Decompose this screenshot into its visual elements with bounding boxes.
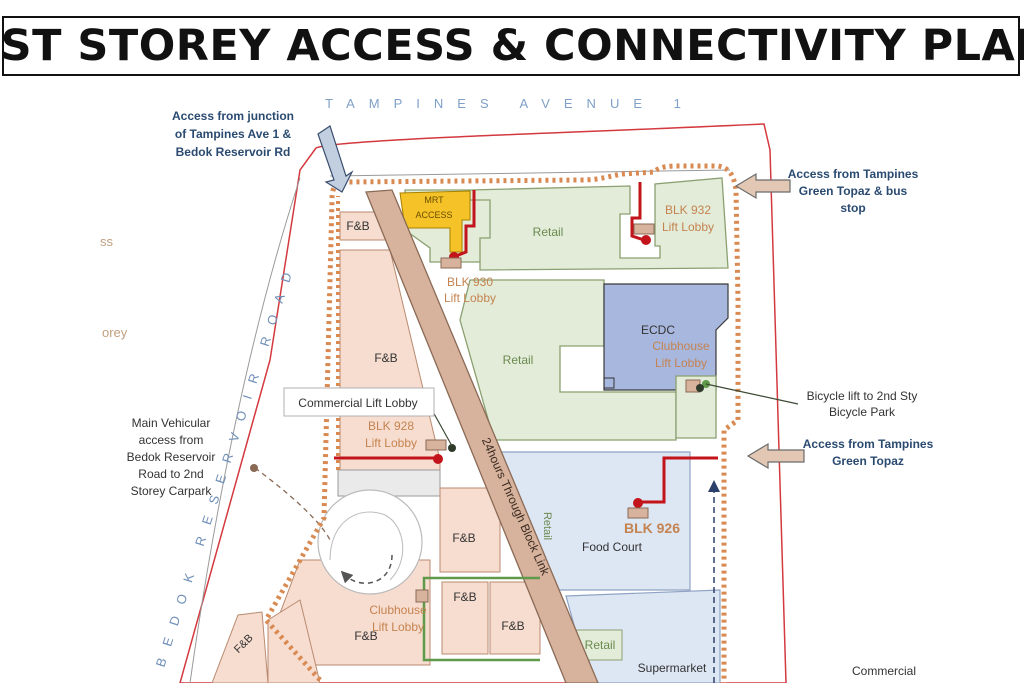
fnb-block-lower-1 xyxy=(439,487,501,573)
lift-line-blk932 xyxy=(630,182,645,242)
road-label-tampines: TAMPINES AVENUE 1 xyxy=(325,96,695,111)
lift-lobby-box-blk928 xyxy=(425,439,447,451)
fnb-block-lower-3 xyxy=(489,581,541,655)
bedok-reservoir-road-edge xyxy=(189,177,301,683)
callout-topaz-1: Access from Tampines xyxy=(803,437,934,451)
leader-bicycle xyxy=(705,383,799,405)
blk930-label-1: BLK 930 xyxy=(447,275,493,289)
callout-bicycle-2: Bicycle Park xyxy=(829,405,896,419)
retail-label-middle: Retail xyxy=(503,353,534,367)
arrow-junction xyxy=(317,125,354,193)
blk928-label-2: Lift Lobby xyxy=(365,436,417,450)
callout-vehicular-3: Bedok Reservoir xyxy=(127,450,216,464)
lift-dot-blk926 xyxy=(633,498,643,508)
food-court-label: Food Court xyxy=(582,540,643,554)
ecdc-label: ECDC xyxy=(641,323,675,337)
callout-junction-2: of Tampines Ave 1 & xyxy=(175,127,292,141)
clubhouse-label-2: Lift Lobby xyxy=(655,356,707,370)
blk926-label: BLK 926 xyxy=(624,520,680,536)
commercial-lift-lobby-box xyxy=(283,387,435,417)
lift-dot-blk928 xyxy=(433,454,443,464)
page-title: 1ST STOREY ACCESS & CONNECTIVITY PLAN xyxy=(0,21,1024,71)
callout-vehicular-4: Road to 2nd xyxy=(138,467,203,481)
blk930-label-2: Lift Lobby xyxy=(444,291,496,305)
lift-lobby-box-clubhouse2 xyxy=(415,589,429,603)
callout-commercial-partial-1: Commercial xyxy=(852,664,916,678)
callout-vehicular-5: Storey Carpark xyxy=(131,484,213,498)
title-box: 1ST STOREY ACCESS & CONNECTIVITY PLAN xyxy=(0,16,1024,76)
supermarket-label: Supermarket xyxy=(638,661,707,675)
arrow-topaz xyxy=(746,442,805,470)
fnb-block-corner xyxy=(211,611,269,683)
through-block-link xyxy=(365,189,599,683)
vehicular-route-dot xyxy=(250,464,258,472)
vehicular-route xyxy=(254,467,331,541)
lift-line-blk926 xyxy=(640,456,718,504)
lift-line-blk930 xyxy=(455,190,476,258)
clubhouse2-label-1: Clubhouse xyxy=(369,603,427,617)
callout-junction-3: Bedok Reservoir Rd xyxy=(176,145,291,159)
retail-label-top: Retail xyxy=(533,225,564,239)
fnb-label-small: F&B xyxy=(346,219,369,233)
clubhouse2-label-2: Lift Lobby xyxy=(372,620,424,634)
dark-dot-ecdc xyxy=(696,384,704,392)
road-edge-top xyxy=(329,169,731,177)
callout-topaz-bus-3: stop xyxy=(840,201,865,215)
dark-dot-commercial xyxy=(448,444,456,452)
retail-label-strip: Retail xyxy=(541,512,553,540)
clubhouse-label-1: Clubhouse xyxy=(652,339,710,353)
blk928-label-1: BLK 928 xyxy=(368,419,414,433)
lift-lobby-box-blk930 xyxy=(440,257,462,269)
callout-commercial-lift-lobby: Commercial Lift Lobby xyxy=(298,396,417,410)
site-boundary xyxy=(179,123,787,683)
callout-vehicular-1: Main Vehicular xyxy=(132,416,211,430)
callout-vehicular-2: access from xyxy=(139,433,204,447)
callout-bicycle-1: Bicycle lift to 2nd Sty xyxy=(807,389,918,403)
callout-topaz-bus-2: Green Topaz & bus xyxy=(799,184,908,198)
fnb-label-lower-3: F&B xyxy=(501,619,524,633)
lift-lobby-box-blk932 xyxy=(633,223,655,235)
callout-topaz-2: Green Topaz xyxy=(832,454,904,468)
blk932-label-2: Lift Lobby xyxy=(662,220,714,234)
ecdc-notch xyxy=(603,377,615,389)
lift-dot-blk932 xyxy=(641,235,651,245)
partial-label-b: orey xyxy=(102,325,128,340)
arrow-topaz-bus xyxy=(734,172,791,200)
retail-label-bottom: Retail xyxy=(585,638,616,652)
fnb-label-clubhouse: F&B xyxy=(354,629,377,643)
mrt-label-1: MRT xyxy=(424,195,444,205)
roundabout-outer xyxy=(317,489,423,595)
fnb-label-left: F&B xyxy=(374,351,397,365)
lift-lobby-box-blk926 xyxy=(627,507,649,519)
fnb-label-lower-1: F&B xyxy=(452,531,475,545)
ecdc-block xyxy=(603,283,729,391)
leader-commercial xyxy=(431,409,453,447)
roundabout-inner xyxy=(329,511,404,581)
fnb-block-lower-2 xyxy=(441,581,489,655)
callout-junction-1: Access from junction xyxy=(172,109,294,123)
blk932-label-1: BLK 932 xyxy=(665,203,711,217)
partial-label-a: ss xyxy=(100,234,114,249)
callout-topaz-bus-1: Access from Tampines xyxy=(788,167,919,181)
gray-block-left xyxy=(337,469,441,497)
fnb-label-lower-2: F&B xyxy=(453,590,476,604)
mrt-label-2: ACCESS xyxy=(415,210,452,220)
